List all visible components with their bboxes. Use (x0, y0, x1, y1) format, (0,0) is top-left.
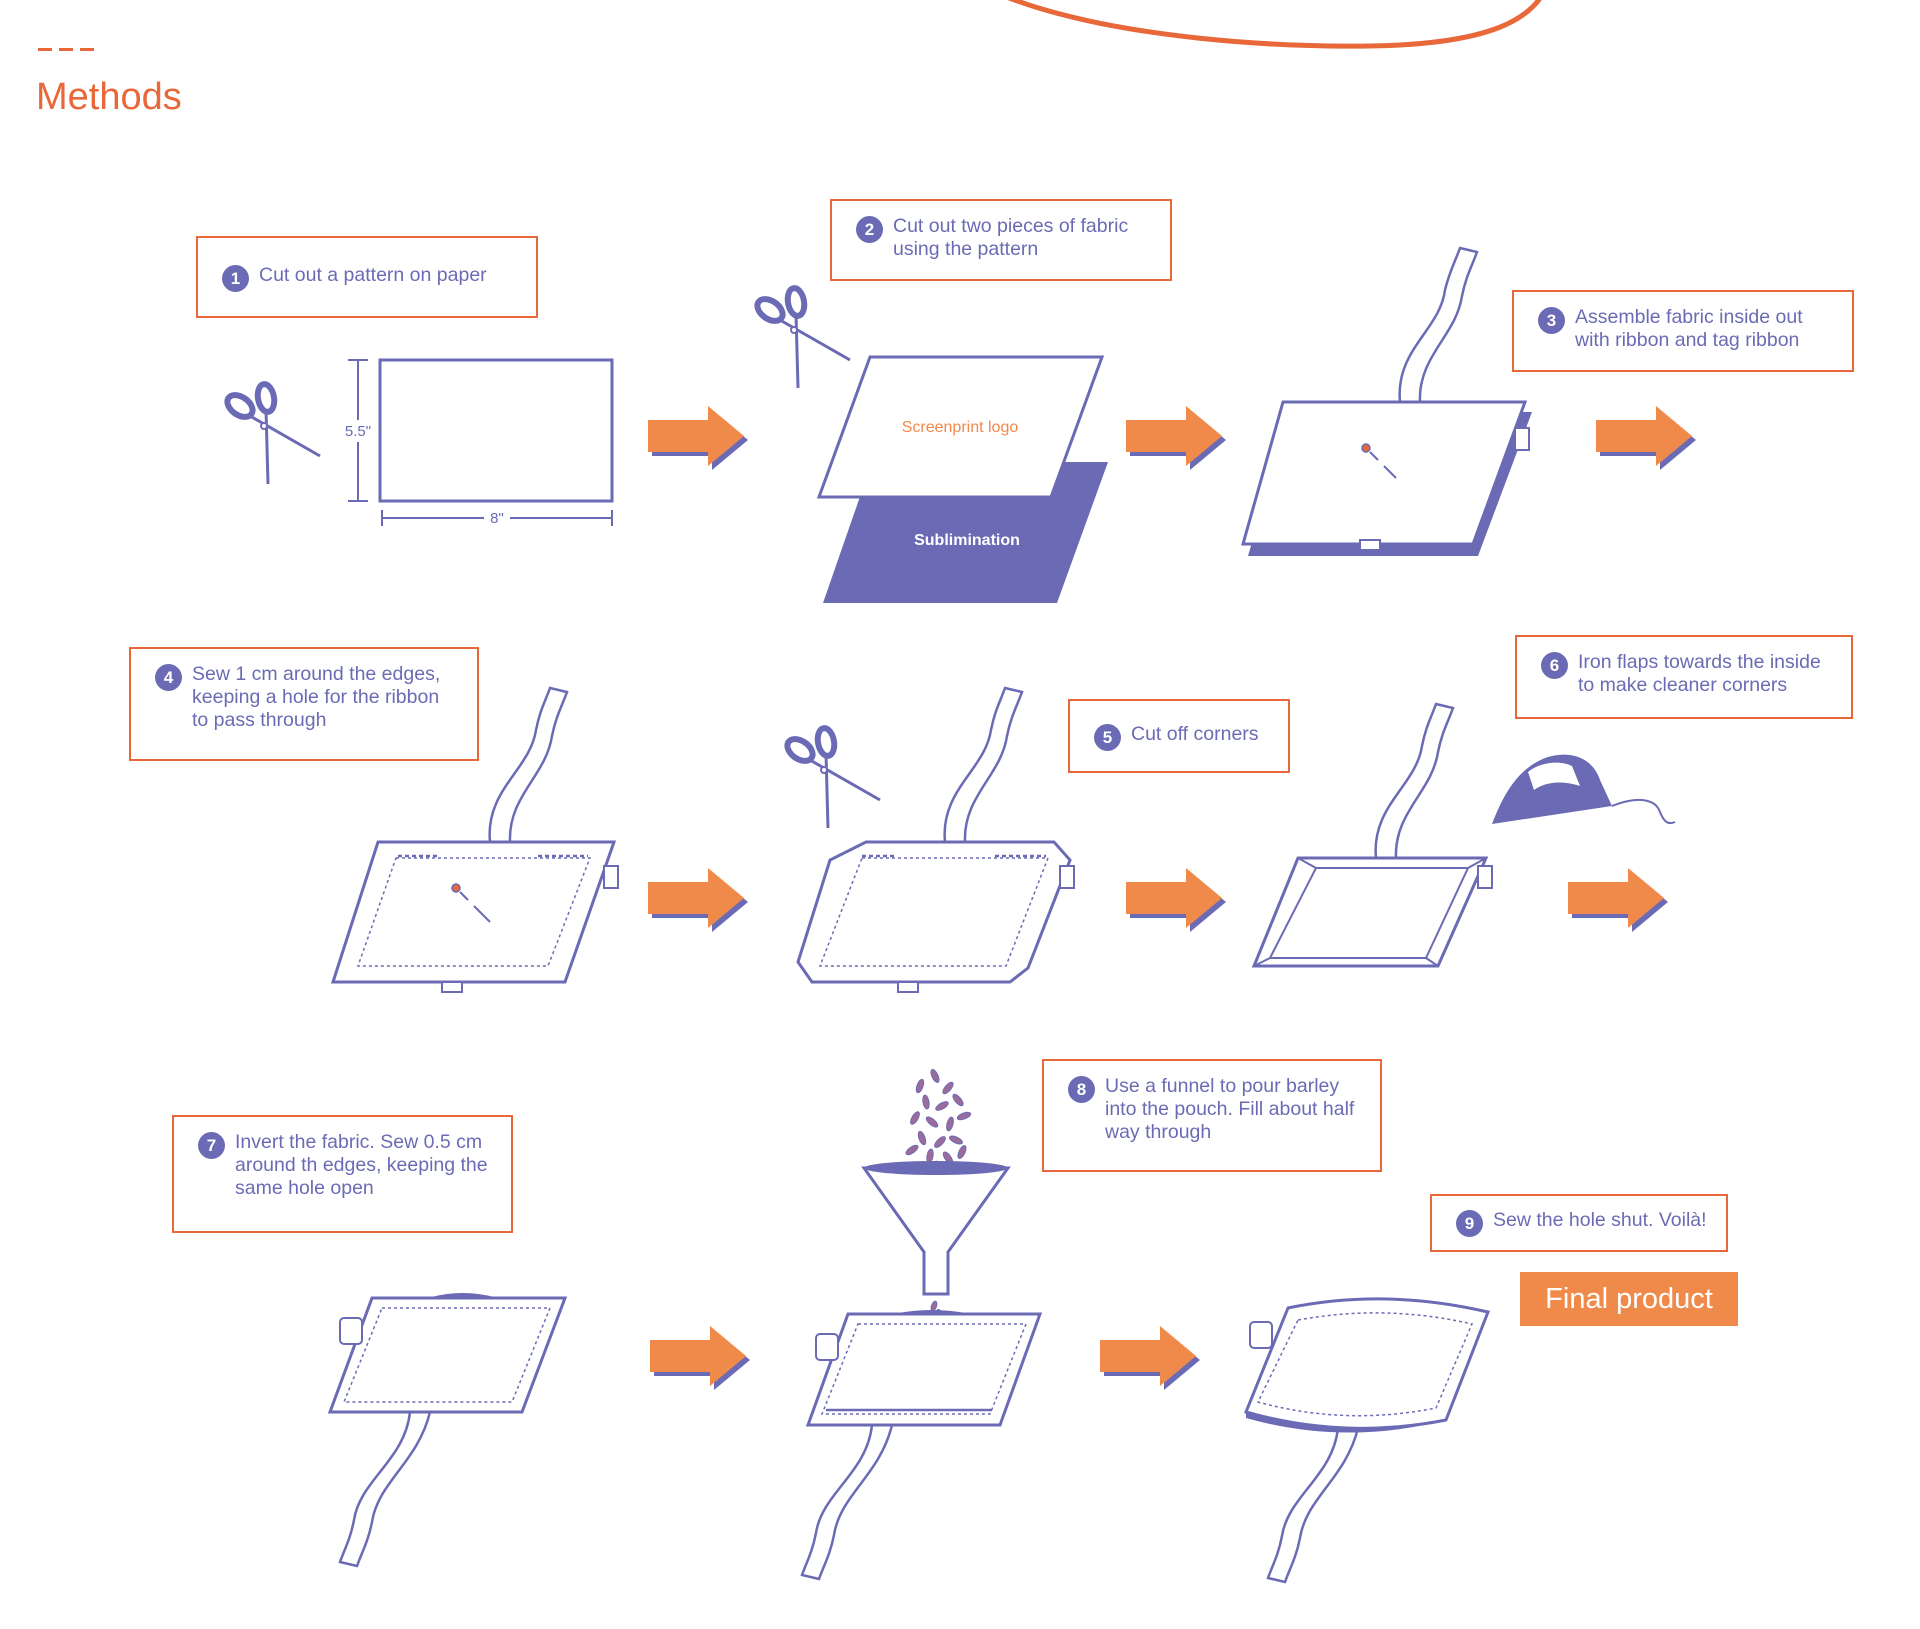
tag-ribbon (1477, 865, 1493, 889)
step-9-text: Sew the hole shut. Voilà! (1493, 1209, 1707, 1231)
front-fabric (816, 355, 1105, 499)
step-4-box: 4 Sew 1 cm around the edges, keeping a h… (129, 647, 479, 761)
ribbon (1398, 246, 1479, 403)
ribbon (338, 1411, 432, 1568)
arrow-3-4 (1596, 406, 1696, 470)
step-1-box: 1 Cut out a pattern on paper (196, 236, 538, 318)
step-1-text: Cut out a pattern on paper (259, 264, 487, 286)
step-3-text: Assemble fabric inside out with ribbon a… (1575, 306, 1803, 351)
stitch-line (820, 1323, 1028, 1415)
filling-pouch (805, 1312, 1043, 1427)
step-number-badge: 5 (1094, 724, 1121, 751)
pin-icon (451, 883, 491, 923)
tag-ribbon (603, 865, 619, 889)
funnel-icon (861, 1161, 1011, 1296)
tag-ribbon (897, 981, 919, 993)
inverted-fabric (327, 1296, 568, 1414)
stitch-line (1256, 1312, 1474, 1417)
step-2-text: Cut out two pieces of fabric using the p… (893, 215, 1129, 260)
tag-ribbon (1059, 865, 1075, 889)
ribbon (488, 686, 569, 843)
iron-icon (1492, 754, 1676, 825)
height-dimension-label: 5.5" (345, 423, 371, 440)
arrow-2-3 (1126, 406, 1226, 470)
page-title: Methods (36, 76, 182, 118)
pin-icon (1361, 443, 1397, 479)
tag-ribbon (1359, 539, 1381, 551)
step-9-box: 9 Sew the hole shut. Voilà! (1430, 1194, 1728, 1252)
decorative-curve (1007, 0, 1542, 49)
arrow-6-7 (1568, 868, 1668, 932)
tag-ribbon (441, 981, 463, 993)
step-5-box: 5 Cut off corners (1068, 699, 1290, 773)
tag-ribbon (1249, 1321, 1273, 1349)
scissors-icon (223, 383, 320, 484)
stitch-line (818, 857, 1050, 967)
assembled-fabric (1241, 400, 1528, 546)
tag-ribbon (1514, 427, 1530, 451)
arrow-8-9 (1100, 1326, 1200, 1390)
step-3-box: 3 Assemble fabric inside out with ribbon… (1512, 290, 1854, 372)
front-fabric-label: Screenprint logo (902, 419, 1019, 436)
back-fabric-label: Sublimination (914, 532, 1020, 549)
barley-grains (905, 1069, 972, 1176)
tag-ribbon (339, 1317, 363, 1345)
step-number-badge: 4 (155, 664, 182, 691)
width-dimension-label: 8" (490, 510, 504, 527)
step-4-text: Sew 1 cm around the edges, keeping a hol… (192, 663, 441, 731)
fabric-piece (330, 840, 617, 984)
paper-pattern (378, 358, 614, 503)
step-6-box: 6 Iron flaps towards the inside to make … (1515, 635, 1853, 719)
arrow-1-2 (648, 406, 748, 470)
ribbon (1374, 702, 1455, 859)
step-5-text: Cut off corners (1131, 723, 1259, 745)
step-number-badge: 7 (198, 1132, 225, 1159)
final-product-label: Final product (1520, 1272, 1738, 1326)
scissors-icon (783, 727, 880, 828)
step-8-box: 8 Use a funnel to pour barley into the p… (1042, 1059, 1382, 1172)
step-number-badge: 6 (1541, 652, 1568, 679)
step-2-box: 2 Cut out two pieces of fabric using the… (830, 199, 1172, 281)
step-number-badge: 3 (1538, 307, 1565, 334)
step-6-text: Iron flaps towards the inside to make cl… (1578, 651, 1821, 696)
arrow-7-8 (650, 1326, 750, 1390)
step-number-badge: 2 (856, 216, 883, 243)
fabric-piece (796, 840, 1072, 984)
step-number-badge: 1 (222, 265, 249, 292)
finished-pouch (1243, 1297, 1491, 1430)
ribbon (800, 1424, 894, 1581)
step-7-box: 7 Invert the fabric. Sew 0.5 cm around t… (172, 1115, 513, 1233)
fabric-piece (1251, 856, 1489, 968)
step-7-text: Invert the fabric. Sew 0.5 cm around th … (235, 1131, 488, 1199)
step-8-text: Use a funnel to pour barley into the pou… (1105, 1075, 1355, 1143)
tag-ribbon (815, 1333, 839, 1361)
scissors-icon (753, 287, 850, 388)
step-number-badge: 8 (1068, 1076, 1095, 1103)
title-dash (38, 48, 94, 51)
step-number-badge: 9 (1456, 1210, 1483, 1237)
arrow-5-6 (1126, 868, 1226, 932)
ribbon (943, 686, 1024, 843)
ribbon (1266, 1427, 1360, 1584)
arrow-4-5 (648, 868, 748, 932)
